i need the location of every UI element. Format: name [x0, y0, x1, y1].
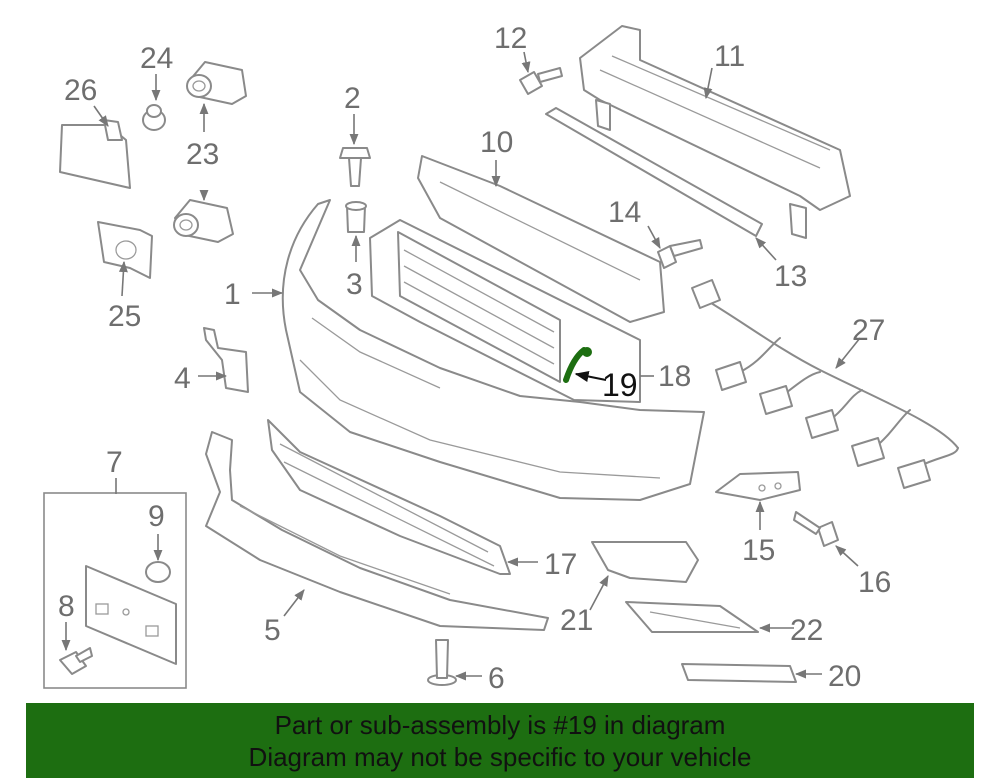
- part-24-plug: [142, 104, 166, 131]
- part-6-screw: [427, 639, 457, 686]
- part-14-bolt: [657, 239, 703, 269]
- callout-14: 14: [608, 196, 641, 229]
- callout-27: 27: [852, 314, 885, 347]
- callout-18: 18: [658, 360, 691, 393]
- part-25-sensor-bracket: [97, 221, 153, 279]
- callout-11: 11: [714, 40, 745, 73]
- part-9-plug: [145, 561, 171, 583]
- banner-line-2: Diagram may not be specific to your vehi…: [248, 742, 752, 772]
- part-22-grille-insert: [625, 601, 759, 633]
- part-21-cover: [591, 541, 699, 583]
- part-8-screw: [59, 647, 93, 675]
- part-16-bolt: [793, 511, 839, 547]
- part-5-spoiler: [205, 431, 549, 631]
- leader-lines: [61, 51, 861, 681]
- part-4-clip: [203, 327, 249, 393]
- callout-6: 6: [488, 662, 505, 695]
- callout-17: 17: [544, 548, 577, 581]
- part-13-absorber: [545, 107, 763, 237]
- callout-7: 7: [106, 446, 123, 479]
- callout-16: 16: [858, 566, 891, 599]
- callout-22: 22: [790, 614, 823, 647]
- part-17-lower-grille: [267, 419, 511, 575]
- callout-8: 8: [58, 590, 75, 623]
- part-11-reinforcement: [579, 25, 851, 239]
- callout-25: 25: [108, 300, 141, 333]
- callout-21: 21: [560, 604, 593, 637]
- banner-line-1: Part or sub-assembly is #19 in diagram: [274, 710, 726, 740]
- callout-15: 15: [742, 534, 775, 567]
- part-26-bracket: [59, 119, 131, 189]
- callout-2: 2: [344, 82, 361, 115]
- part-1-bumper-cover: [281, 199, 705, 501]
- part-20-strip: [681, 663, 797, 683]
- callout-13: 13: [774, 260, 807, 293]
- part-19-highlighted: [563, 347, 592, 383]
- parts-diagram: 1 2 3 4 5 6 7 8 9 10 11 12 13 14 15 16 1…: [43, 22, 959, 695]
- callout-23: 23: [186, 138, 219, 171]
- callout-20: 20: [828, 660, 861, 693]
- part-7-plate-bracket-box: [43, 492, 187, 689]
- part-10-upper-bracket: [417, 155, 665, 323]
- part-2-screw: [339, 147, 371, 187]
- part-15-trim: [715, 471, 801, 501]
- callout-3: 3: [346, 268, 363, 301]
- callout-9: 9: [148, 500, 165, 533]
- part-18-grille-panel: [369, 219, 641, 403]
- part-27-wiring-harness: [691, 279, 959, 489]
- callout-labels: 1 2 3 4 5 6 7 8 9 10 11 12 13 14 15 16 1…: [58, 22, 891, 695]
- callout-26: 26: [64, 74, 97, 107]
- callout-19-highlighted: 19: [602, 367, 638, 403]
- callout-10: 10: [480, 126, 513, 159]
- info-banner: Part or sub-assembly is #19 in diagram D…: [26, 703, 974, 778]
- callout-24: 24: [140, 42, 173, 75]
- callout-4: 4: [174, 362, 191, 395]
- part-3-nut: [345, 201, 367, 233]
- callout-1: 1: [224, 278, 241, 311]
- callout-12: 12: [494, 22, 527, 55]
- part-12-bolt: [519, 67, 563, 95]
- part-23-sensor-bottom: [173, 199, 234, 243]
- part-23-sensor-top: [186, 61, 247, 105]
- callout-5: 5: [264, 614, 281, 647]
